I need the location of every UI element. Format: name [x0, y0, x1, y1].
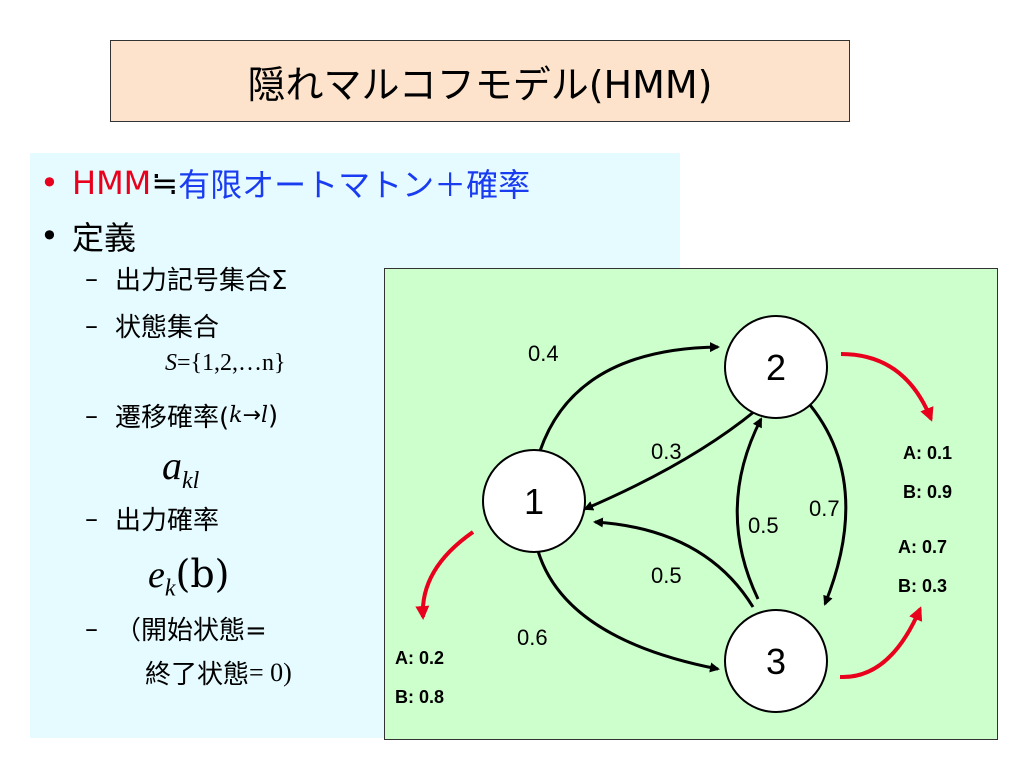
state-node-2: 2: [724, 315, 828, 419]
state-set-formula: S={1,2,…n}: [165, 350, 286, 377]
hmm-term: HMM: [72, 164, 152, 202]
emission-symbol: ek(b): [148, 552, 230, 603]
edge-3-2: [735, 417, 763, 600]
end-state-text: 終了状態: [145, 660, 250, 690]
state-node-3: 3: [724, 609, 828, 713]
bullet-dot: •: [40, 217, 59, 255]
transition-k: k: [229, 403, 243, 428]
sub-output-symbols: – 出力記号集合Σ: [85, 260, 287, 297]
state-set-text: 状態集合: [115, 313, 220, 343]
emission-1-a: A: 0.2: [395, 648, 444, 668]
end-state-value: = 0): [249, 657, 292, 687]
edge-label-3-1: 0.5: [651, 563, 682, 588]
emission-arrow-2: [840, 352, 934, 422]
slide-title: 隠れマルコフモデル(HMM): [110, 40, 850, 122]
edge-1-3: [536, 550, 720, 673]
emission-text: 出力確率: [115, 506, 220, 536]
edge-label-2-3: 0.7: [809, 496, 840, 521]
state-3-label: 3: [766, 641, 786, 682]
output-symbols-text: 出力記号集合Σ: [115, 266, 288, 296]
dash: –: [85, 613, 98, 644]
sub-emission-prob: – 出力確率: [85, 500, 219, 537]
edge-label-3-2: 0.5: [748, 513, 779, 538]
approx-sign: ≒: [151, 164, 179, 202]
a-sub: kl: [182, 468, 200, 494]
e-base: e: [148, 554, 165, 596]
edge-3-1: [593, 517, 755, 608]
e-arg: (b): [175, 552, 230, 596]
dash: –: [85, 400, 98, 431]
emission-2-b: B: 0.9: [903, 482, 952, 502]
edge-2-1: [583, 409, 756, 511]
formula-s: S: [165, 350, 177, 376]
end-state-line: 終了状態= 0): [145, 654, 292, 691]
emission-3-a: A: 0.7: [898, 537, 947, 557]
edge-label-1-2: 0.4: [528, 341, 559, 366]
state-2-label: 2: [766, 347, 786, 388]
emission-arrow-3: [839, 606, 923, 680]
e-sub: k: [164, 575, 176, 602]
emission-3-b: B: 0.3: [898, 576, 947, 596]
edge-1-2: [538, 342, 720, 452]
edge-label-2-1: 0.3: [651, 439, 682, 464]
formula-rest: ={1,2,…n}: [177, 350, 286, 376]
transition-arrow: →: [242, 403, 261, 428]
state-1-label: 1: [524, 481, 544, 522]
dash: –: [85, 263, 98, 294]
e-arg-wrap: (b): [175, 552, 230, 596]
edge-2-3: [803, 398, 848, 606]
state-diagram: 1 2 3 0.4 0.3 0.7 0.5 0.5 0.6 A: 0.1 B: …: [395, 315, 952, 713]
definition-heading: 定義: [72, 219, 137, 257]
hmm-diagram: 1 2 3 0.4 0.3 0.7 0.5 0.5 0.6 A: 0.1 B: …: [384, 268, 998, 740]
edge-label-1-3: 0.6: [517, 625, 548, 650]
title-text: 隠れマルコフモデル(HMM): [247, 62, 713, 107]
sub-start-state: – （開始状態=: [85, 610, 267, 647]
start-state-line1: （開始状態=: [115, 616, 267, 646]
bullet-dot: •: [40, 164, 59, 202]
transition-text: 遷移確率(: [115, 403, 230, 433]
dash: –: [85, 310, 98, 341]
emission-arrow-1: [415, 530, 475, 620]
sub-transition-prob: – 遷移確率( k → l ): [85, 397, 278, 434]
bullet-definition: • 定義: [40, 213, 136, 259]
transition-close: ): [267, 400, 279, 431]
emission-1-b: B: 0.8: [395, 687, 444, 707]
dash: –: [85, 503, 98, 534]
emission-2-a: A: 0.1: [903, 443, 952, 463]
bullet-hmm: • HMM ≒ 有限オートマトン＋確率: [40, 160, 530, 206]
transition-l: l: [260, 403, 268, 428]
a-base: a: [162, 443, 182, 488]
sub-state-set: – 状態集合: [85, 307, 219, 344]
hmm-definition: 有限オートマトン＋確率: [178, 166, 531, 204]
transition-symbol: akl: [162, 442, 199, 495]
state-node-1: 1: [482, 449, 586, 553]
